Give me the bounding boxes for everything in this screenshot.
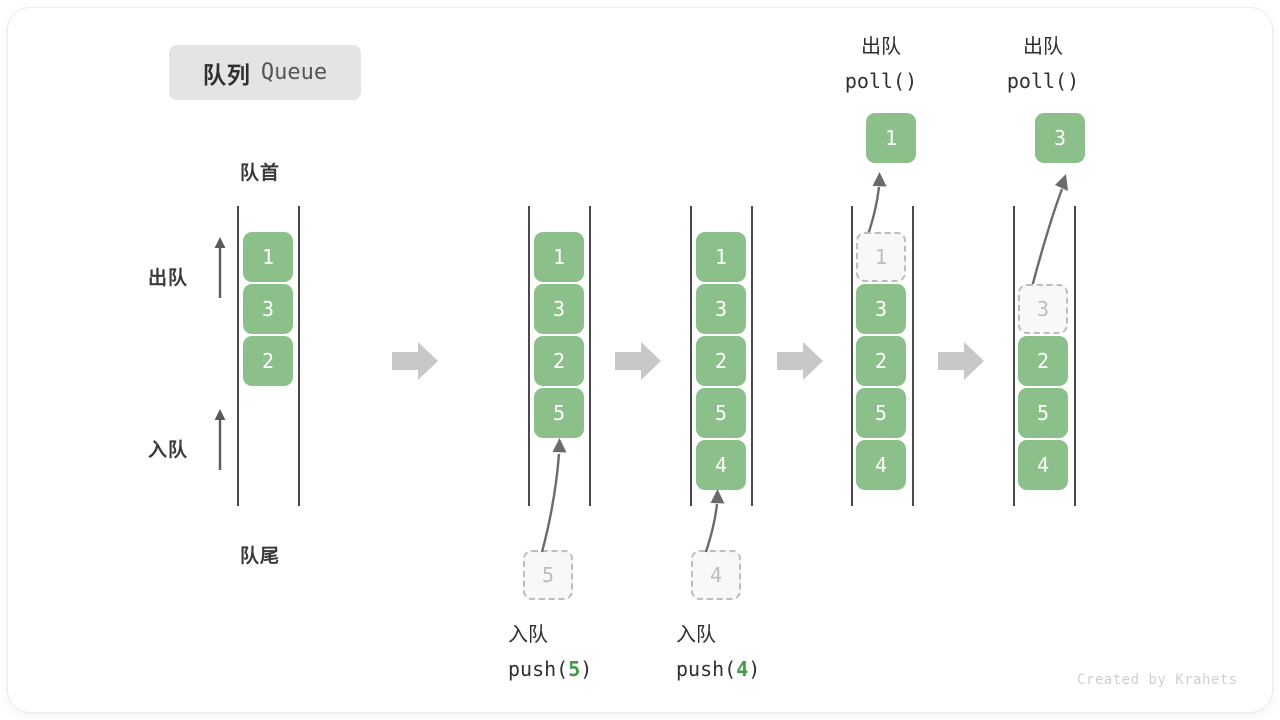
caption-chinese: 入队 [508,624,548,646]
popped-element: 1 [866,113,916,163]
incoming-element-ghost: 4 [691,550,741,600]
queue-element: 4 [856,440,906,490]
watermark-credit: Created by Krahets [1077,672,1238,688]
queue-element: 3 [534,284,584,334]
caption-chinese: 出队 [861,36,901,58]
queue-element: 3 [243,284,293,334]
caption-code: push(4) [676,657,761,681]
diagram-title-badge: 队列 Queue [169,45,361,100]
block-right-arrow-icon [777,341,823,381]
queue-element: 1 [243,232,293,282]
queue-rail-left [237,206,239,506]
up-arrow-icon [212,236,228,298]
caption-code: push(5) [508,657,593,681]
caption-arg: 5 [568,657,581,681]
queue-element: 5 [696,388,746,438]
queue-element: 5 [534,388,584,438]
queue-element: 2 [243,336,293,386]
stage-caption-poll-1: 出队 poll() [826,30,936,98]
stage-caption-push-5: 入队 push(5) [508,618,618,686]
queue-element: 1 [696,232,746,282]
caption-chinese: 出队 [1023,36,1063,58]
title-chinese: 队列 [202,61,251,88]
stage-caption-push-4: 入队 push(4) [676,618,786,686]
title-english: Queue [260,60,328,85]
queue-tail-label: 队尾 [240,546,281,567]
caption-code: poll() [844,69,918,93]
queue-rail-right [589,206,591,506]
queue-rail-right [1074,206,1076,506]
queue-element: 3 [696,284,746,334]
queue-element: 2 [696,336,746,386]
caption-code: poll() [1006,69,1080,93]
queue-element: 2 [856,336,906,386]
curved-arrow-icon [852,165,912,237]
queue-rail-right [751,206,753,506]
queue-element: 4 [1018,440,1068,490]
queue-element: 2 [534,336,584,386]
queue-rail-right [298,206,300,506]
queue-rail-left [851,206,853,506]
dequeue-direction-label: 出队 [148,268,189,289]
queue-element: 2 [1018,336,1068,386]
block-right-arrow-icon [938,341,984,381]
stage-caption-poll-3: 出队 poll() [988,30,1098,98]
queue-rail-right [912,206,914,506]
queue-element-ghost: 1 [856,232,906,282]
queue-element: 4 [696,440,746,490]
block-right-arrow-icon [392,341,438,381]
queue-rail-left [1013,206,1015,506]
curved-arrow-icon [1010,165,1090,290]
queue-element: 1 [534,232,584,282]
queue-element: 3 [856,284,906,334]
queue-rail-left [528,206,530,506]
incoming-element-ghost: 5 [523,550,573,600]
block-right-arrow-icon [615,341,661,381]
popped-element: 3 [1035,113,1085,163]
queue-head-label: 队首 [240,163,281,184]
enqueue-direction-label: 入队 [148,440,189,461]
curved-arrow-icon [690,482,750,554]
queue-element: 5 [1018,388,1068,438]
up-arrow-icon [212,408,228,470]
caption-arg: 4 [736,657,749,681]
curved-arrow-icon [520,430,590,555]
queue-element-ghost: 3 [1018,284,1068,334]
queue-rail-left [690,206,692,506]
queue-element: 5 [856,388,906,438]
caption-chinese: 入队 [676,624,716,646]
